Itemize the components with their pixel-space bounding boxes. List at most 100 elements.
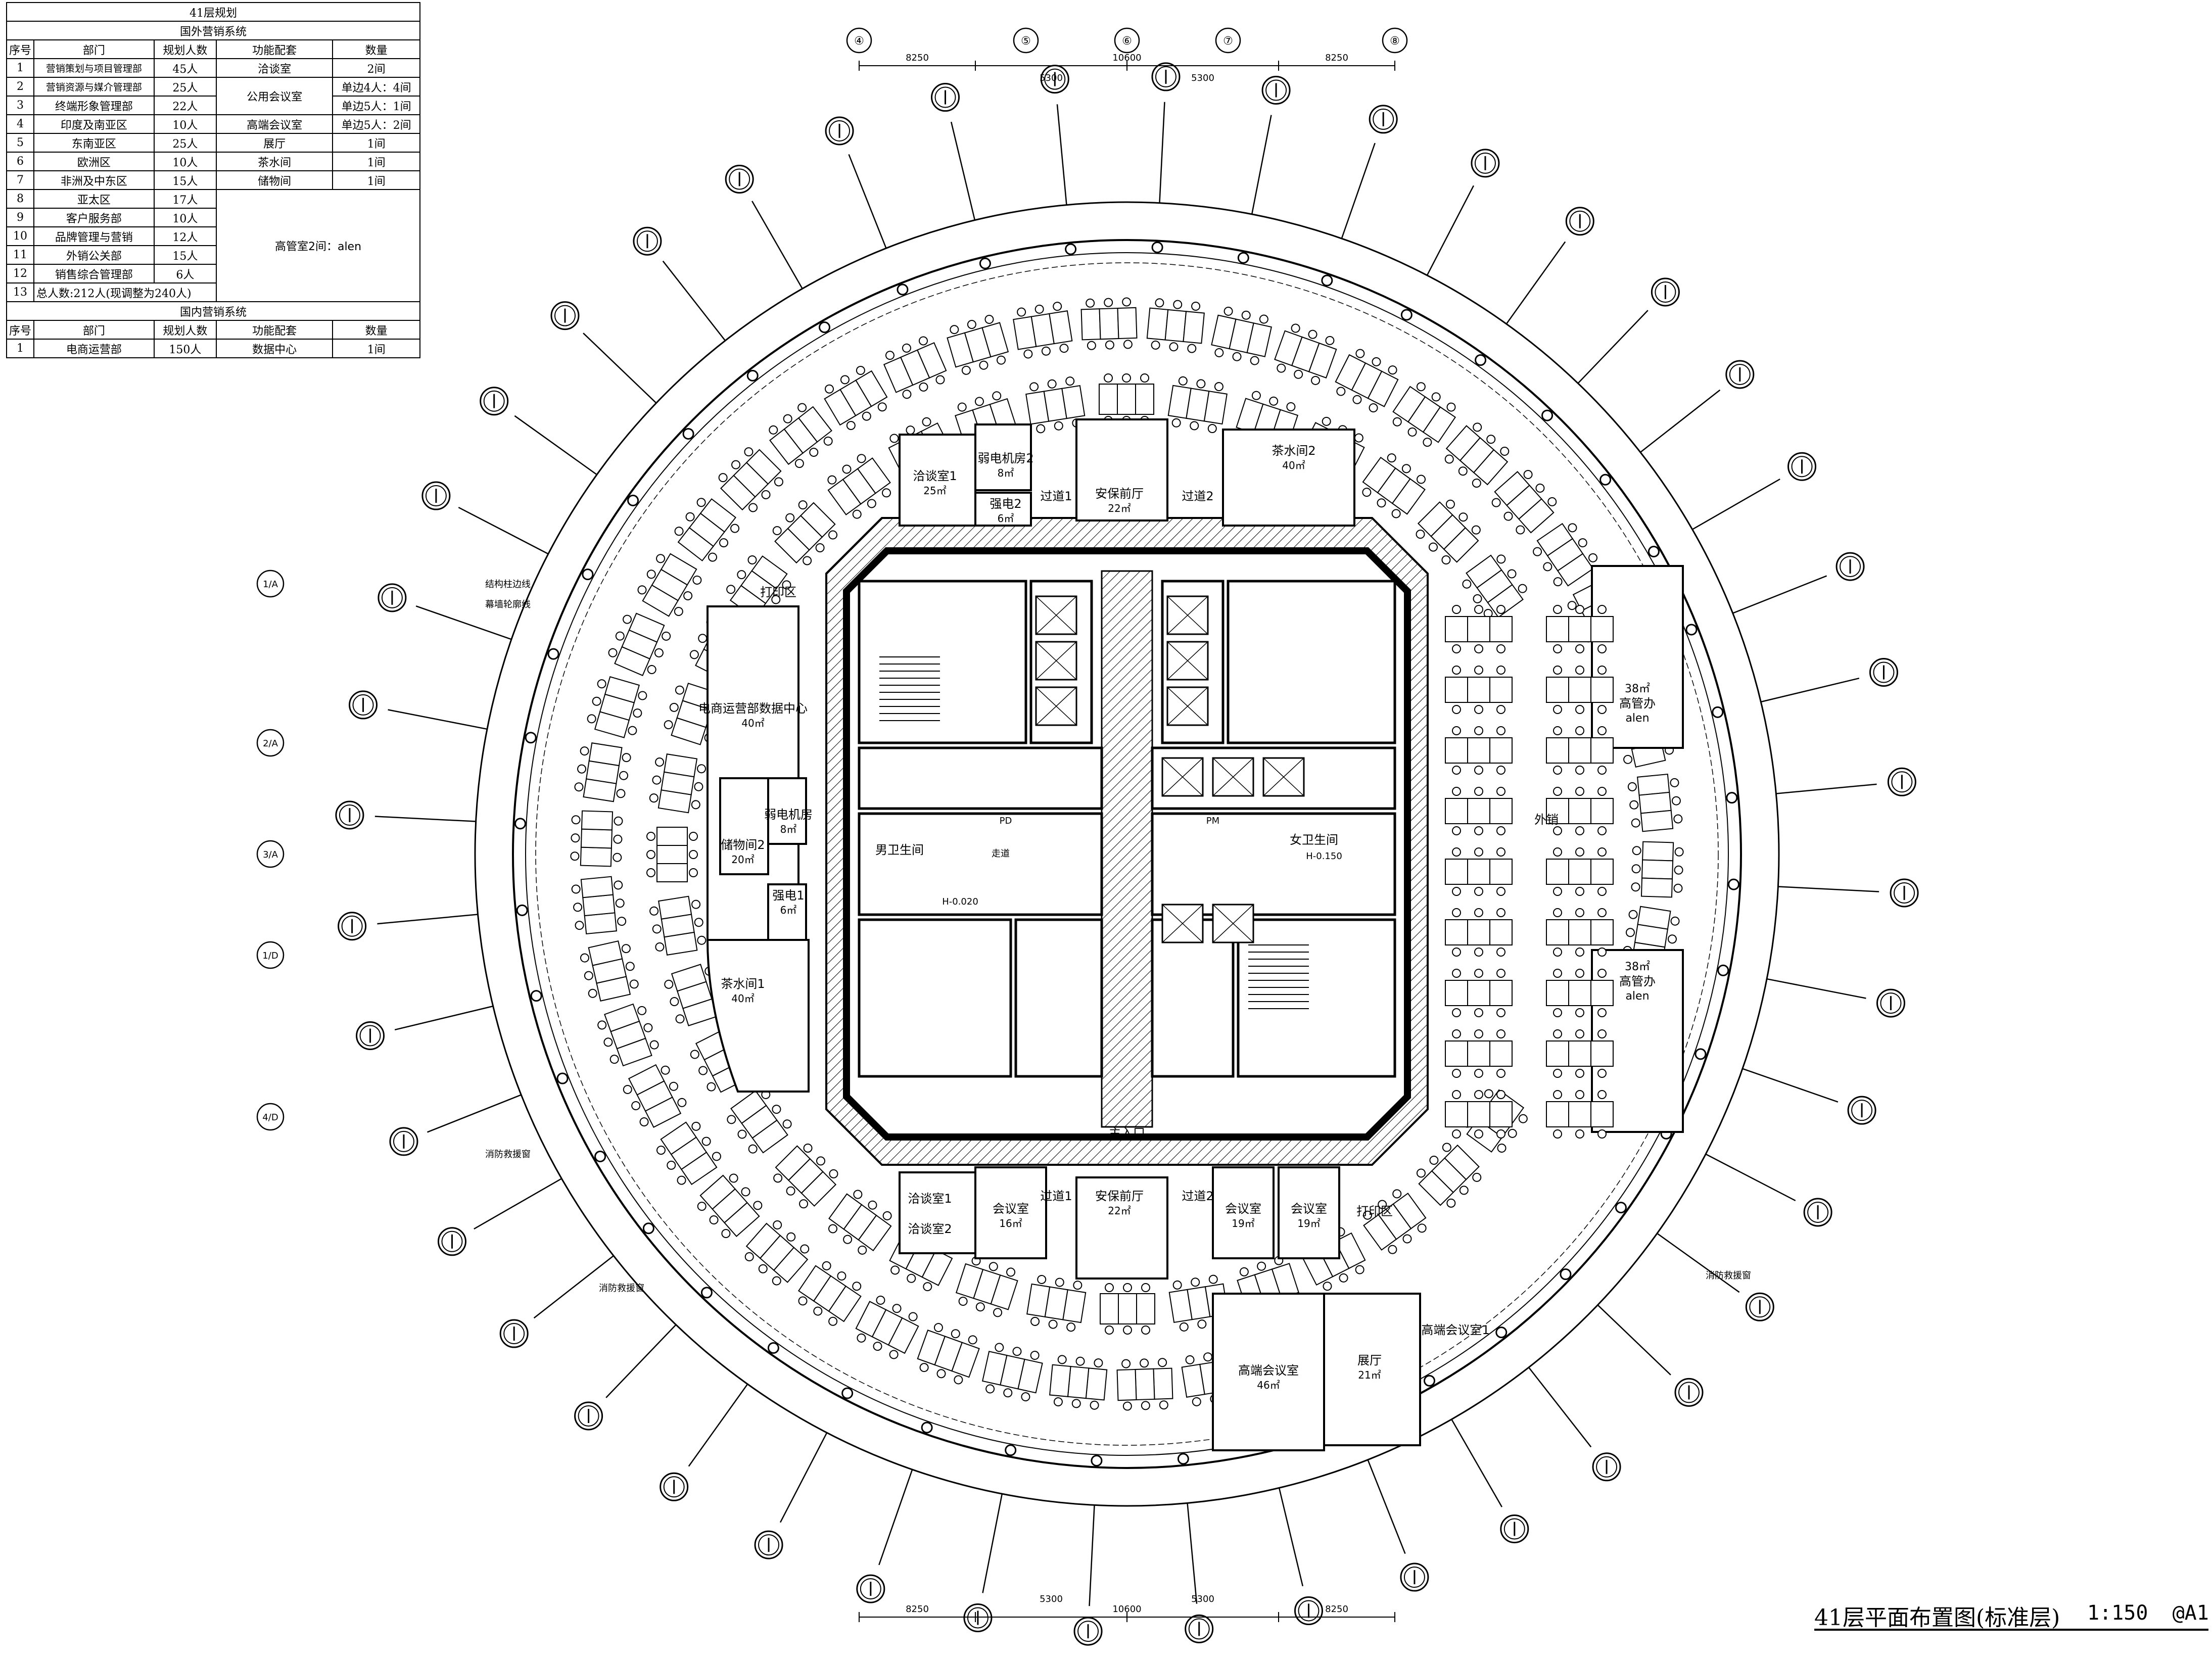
chair: [858, 1245, 867, 1255]
row-no: 4: [6, 114, 35, 134]
chair: [1597, 644, 1607, 653]
desk: [1568, 737, 1591, 764]
chair: [923, 1282, 932, 1292]
grid-bubble-inner: [1840, 556, 1861, 578]
chair: [721, 1229, 731, 1239]
grid-spoke: [1761, 677, 1860, 703]
chair: [799, 1199, 809, 1209]
chair: [1232, 352, 1242, 361]
chair: [1352, 395, 1362, 404]
outer-boundary-circle: [474, 201, 1780, 1507]
chair: [1452, 666, 1461, 675]
chair: [675, 1014, 685, 1024]
grid-spoke: [1367, 1459, 1406, 1554]
room-label-corridor-top-1: 过道1: [1040, 489, 1072, 503]
header-function: 功能配套: [216, 320, 334, 340]
chair: [885, 351, 895, 360]
desk: [1546, 616, 1569, 642]
desk-cluster: [1416, 499, 1481, 565]
desk: [955, 1263, 984, 1299]
function-name: 展厅: [216, 133, 334, 153]
grid-bubble-inner: [1678, 1382, 1700, 1403]
room-name: 洽谈室1: [908, 1192, 952, 1206]
chair: [1452, 1090, 1461, 1099]
desk: [588, 940, 623, 966]
chair: [1355, 349, 1365, 358]
chair: [649, 793, 658, 803]
header-count: 规划人数: [153, 320, 217, 340]
grid-spoke: [388, 709, 488, 730]
chair: [1508, 1128, 1517, 1138]
room-area: 21㎡: [1358, 1369, 1381, 1381]
chair: [667, 1160, 676, 1170]
grid-bubble-inner: [1894, 882, 1915, 904]
row-count: 15人: [153, 245, 217, 265]
axis-label: 1/D: [262, 951, 278, 961]
chair: [689, 650, 699, 659]
chair: [1553, 1029, 1562, 1038]
chair: [698, 634, 708, 643]
desk: [1183, 311, 1205, 344]
desk: [1363, 1214, 1397, 1251]
room-name: 过道1: [1040, 1189, 1072, 1203]
desk-cluster: [571, 876, 627, 934]
chair: [1259, 314, 1268, 324]
grid-spoke: [1657, 1233, 1740, 1293]
grid-spoke: [1732, 575, 1827, 614]
chair: [957, 402, 967, 412]
desk: [658, 895, 692, 920]
chair: [1452, 766, 1461, 775]
chair: [1378, 1200, 1387, 1209]
grid-bubble-inner: [554, 305, 576, 326]
chair: [592, 696, 601, 706]
chair: [615, 898, 625, 908]
chair: [1496, 847, 1505, 857]
chair: [1452, 1069, 1461, 1078]
axis-label: ⑧: [1390, 35, 1400, 48]
room-person: alen: [1625, 712, 1649, 725]
chair: [877, 402, 887, 412]
row-no: 5: [6, 133, 35, 153]
chair: [587, 714, 596, 724]
desk-cluster: [608, 612, 671, 677]
axis-bubble: [256, 570, 285, 598]
chair: [867, 499, 876, 508]
chair: [1597, 666, 1607, 675]
desk: [1061, 385, 1086, 419]
grid-bubble-inner: [578, 1405, 599, 1427]
chair: [1474, 766, 1483, 775]
desk: [1308, 342, 1337, 378]
desk: [1590, 798, 1614, 824]
chair: [1597, 766, 1607, 775]
desk: [1640, 810, 1674, 832]
perimeter-column: [1648, 546, 1660, 558]
desk-cluster: [1631, 841, 1684, 898]
perimeter-column: [525, 732, 537, 744]
dimension-half: 5300: [1040, 73, 1063, 83]
desk: [1181, 1363, 1205, 1398]
chair: [919, 1363, 929, 1372]
desk: [981, 322, 1009, 358]
chair: [1055, 1277, 1064, 1287]
perimeter-column: [1726, 792, 1738, 804]
chair: [677, 1098, 687, 1107]
chair: [1442, 1143, 1451, 1152]
desk: [1518, 498, 1555, 534]
chair: [1553, 605, 1562, 614]
chair: [1388, 365, 1397, 375]
chair: [707, 1082, 716, 1092]
chair: [798, 500, 808, 510]
chair: [1037, 1274, 1047, 1284]
chair: [922, 417, 931, 427]
annotation-pm: PM: [1206, 816, 1219, 826]
curtain-wall-outer: [512, 239, 1742, 1469]
chair: [1631, 882, 1640, 892]
desk: [1099, 384, 1118, 415]
chair: [823, 436, 833, 446]
grid-spoke: [605, 1324, 677, 1398]
chair: [816, 1156, 826, 1166]
core-room: [1237, 918, 1396, 1078]
chair: [1075, 1356, 1085, 1366]
annotation-fire-window-a: 消防救援窗: [485, 1149, 531, 1160]
